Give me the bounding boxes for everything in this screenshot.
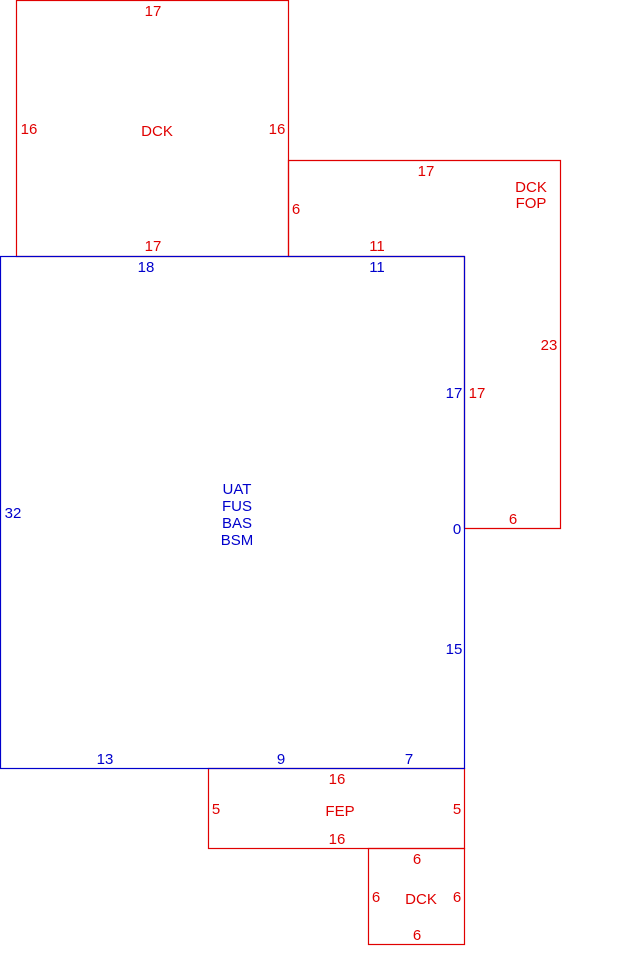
main-label-2: FUS <box>222 498 252 515</box>
deck-top-dim-left: 16 <box>21 121 38 138</box>
deck-porch-dim-bottom: 6 <box>509 511 517 528</box>
porch-front-dim-right: 5 <box>453 801 461 818</box>
main-dim-bottom-mid: 9 <box>277 751 285 768</box>
deck-top-dim-bottom: 17 <box>145 238 162 255</box>
deck-porch-label-1: DCK <box>515 179 547 196</box>
main-dim-left: 32 <box>5 505 22 522</box>
main-area-outline <box>0 255 466 770</box>
deck-porch-dim-left: 6 <box>292 201 300 218</box>
main-label-1: UAT <box>223 481 252 498</box>
deck-small-dim-top: 6 <box>413 851 421 868</box>
deck-top-dim-right: 16 <box>269 121 286 138</box>
deck-porch-dim-inner: 17 <box>469 385 486 402</box>
porch-front-dim-left: 5 <box>212 801 220 818</box>
deck-small-dim-right: 6 <box>453 889 461 906</box>
main-label-4: BSM <box>221 532 254 549</box>
main-dim-top: 18 <box>138 259 155 276</box>
deck-top-dim-top: 17 <box>145 3 162 20</box>
deck-porch-dim-right: 23 <box>541 337 558 354</box>
main-dim-bottom-left: 13 <box>97 751 114 768</box>
deck-porch-label-2: FOP <box>516 195 547 212</box>
porch-front-dim-top: 16 <box>329 771 346 788</box>
deck-small-dim-left: 6 <box>372 889 380 906</box>
main-dim-bottom-right: 7 <box>405 751 413 768</box>
main-dim-right-jog: 0 <box>453 521 461 538</box>
porch-front-label: FEP <box>325 803 354 820</box>
deck-small-dim-bottom: 6 <box>413 927 421 944</box>
deck-small-outline <box>367 847 466 946</box>
main-dim-right-lower: 15 <box>446 641 463 658</box>
deck-small-label: DCK <box>405 891 437 908</box>
main-dim-top-right: 11 <box>369 259 385 276</box>
main-dim-right-upper: 17 <box>446 385 463 402</box>
main-label-3: BAS <box>222 515 252 532</box>
deck-porch-dim-lower-left: 11 <box>369 238 385 255</box>
deck-top-label: DCK <box>141 123 173 140</box>
porch-front-dim-bottom: 16 <box>329 831 346 848</box>
deck-porch-dim-top: 17 <box>418 163 435 180</box>
deck-porch-outline <box>287 159 562 530</box>
